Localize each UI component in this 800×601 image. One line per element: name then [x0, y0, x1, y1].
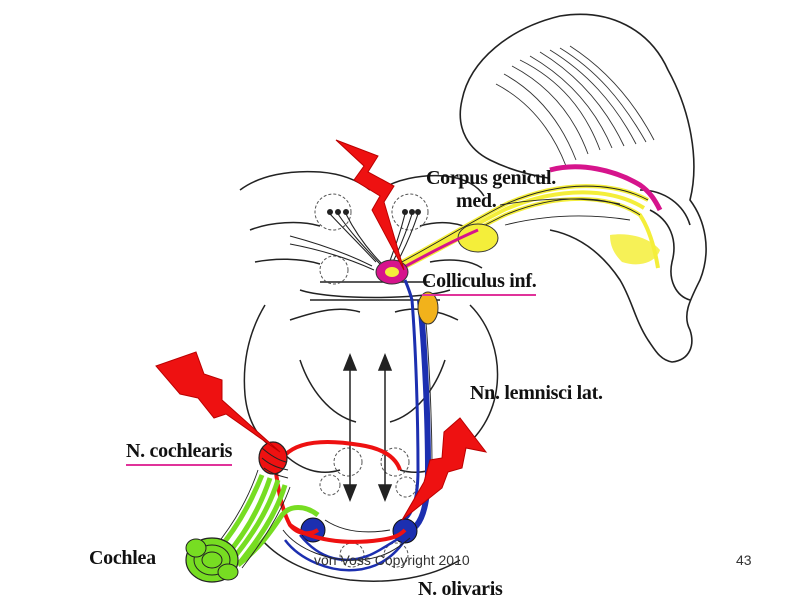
brainstem-outline	[239, 170, 499, 582]
label-corpus-line2: med.	[456, 190, 497, 212]
fiber-dots	[327, 209, 421, 215]
corpus-geniculatum-nucleus	[457, 223, 499, 253]
label-n-cochlearis: N. cochlearis	[126, 440, 232, 466]
lemniscus-nucleus	[417, 291, 439, 325]
label-corpus-line1: Corpus genicul.	[426, 167, 556, 189]
label-n-olivaris: N. olivaris	[418, 578, 503, 600]
midline-arrows	[342, 352, 393, 503]
cochlear-nucleus	[258, 441, 288, 475]
olivary-connections	[284, 533, 407, 572]
cochlea-spiral	[185, 537, 239, 583]
label-colliculus-inf: Colliculus inf.	[422, 270, 537, 296]
lightning-bolts	[155, 139, 488, 521]
yellow-cortex-patch	[610, 234, 660, 265]
lightning-bolt-top	[335, 139, 405, 271]
slide-number: 43	[736, 552, 752, 568]
lightning-bolt-right	[401, 417, 488, 521]
label-cochlea: Cochlea	[89, 547, 156, 569]
cortex-striations	[495, 45, 655, 167]
colliculus-yellow-core	[385, 267, 399, 277]
label-corpus-geniculatum: Corpus genicul. med.	[426, 167, 556, 213]
magenta-cortex-band	[549, 164, 663, 212]
copyright-footer: von Voss Copyright 2010	[314, 552, 470, 568]
lightning-bolt-left	[155, 351, 281, 453]
olivary-black-lines	[282, 519, 411, 561]
cochlear-nucleus-fibers	[261, 447, 289, 479]
label-lemnisci-lat: Nn. lemnisci lat.	[470, 382, 603, 404]
